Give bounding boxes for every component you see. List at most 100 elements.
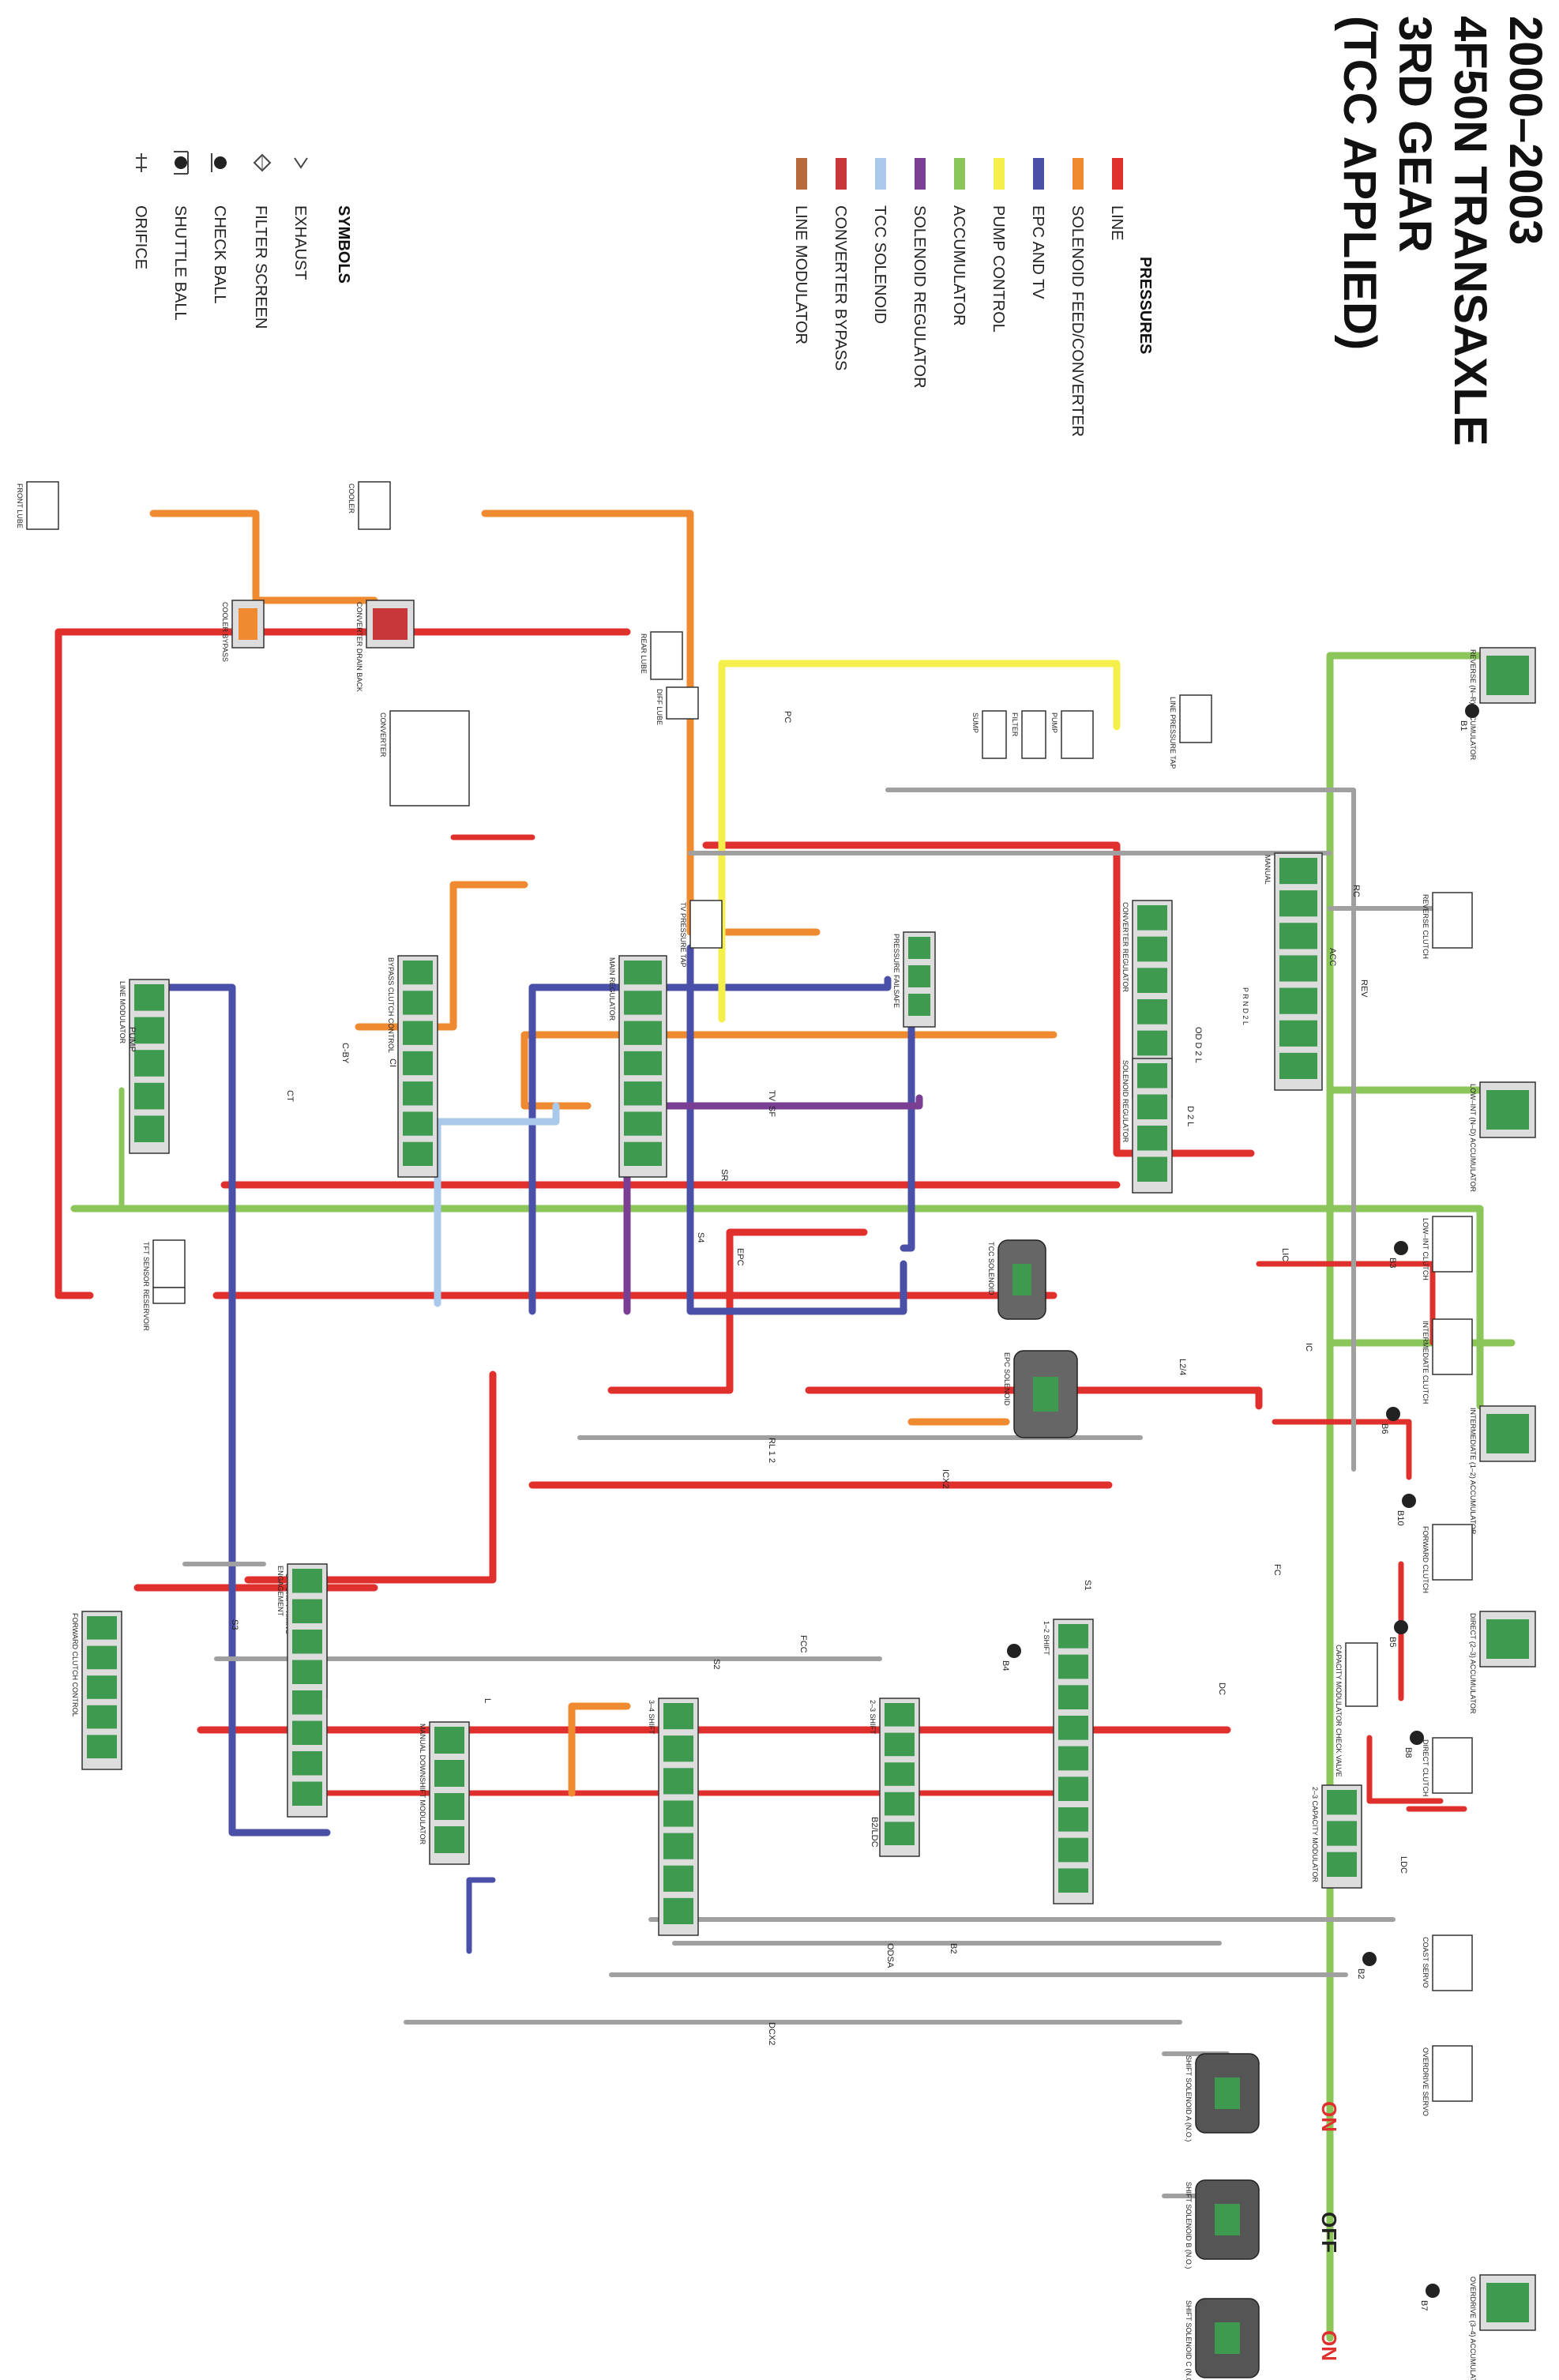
tcc-solenoid-plunger: [1012, 1264, 1031, 1295]
shift-2-3-land: [885, 1703, 915, 1727]
shift-1-2-land: [1058, 1777, 1088, 1801]
legend-item-6: TCC SOLENOID: [871, 158, 888, 324]
modulator-2-3-label: 2–3 CAPACITY MODULATOR: [1311, 1787, 1319, 1882]
shift-3-4-land: [663, 1735, 693, 1762]
pressure-failsafe-label: PRESSURE FAILSAFE: [892, 934, 900, 1008]
shift-1-2-land: [1058, 1654, 1088, 1679]
line-label-0: REV: [1359, 979, 1369, 998]
line-label-18: S2: [712, 1659, 721, 1669]
line-label-14: ICX2: [941, 1469, 950, 1488]
main-regulator-land: [624, 1141, 662, 1166]
shift-2-3-label: 2–3 SHIFT: [869, 1700, 877, 1735]
check-ball-b7: B7: [1419, 2284, 1440, 2310]
tft-sensor-box: [152, 1239, 186, 1288]
engagement-land: [292, 1660, 322, 1684]
shift-solenoid-c-plunger: [1215, 2322, 1240, 2354]
manual: MANUAL: [1264, 852, 1323, 1091]
pressure-failsafe-land: [908, 965, 930, 987]
reverse-clutch-label: REVERSE CLUTCH: [1422, 894, 1429, 959]
bypass-clutch-control-land: [403, 991, 433, 1015]
engagement-land: [292, 1690, 322, 1715]
check-ball-b3: B3: [1388, 1241, 1408, 1268]
direct-clutch-box: [1432, 1737, 1473, 1794]
legend-label-3: PUMP CONTROL: [990, 205, 1007, 333]
shift-3-4-land: [663, 1833, 693, 1859]
components: REVERSE (N–R) ACCUMULATOR REVERSE CLUTCH L…: [16, 481, 1536, 2380]
reverse-accumulator: REVERSE (N–R) ACCUMULATOR: [1469, 647, 1536, 761]
converter-regulator-label: CONVERTER REGULATOR: [1121, 902, 1129, 993]
check-ball-icon: [1386, 1407, 1400, 1421]
legend-label-0: LINE: [1108, 205, 1125, 240]
converter-regulator-land: [1137, 936, 1167, 962]
line-pressure-tap-box: [1179, 694, 1212, 743]
converter-regulator-land: [1137, 968, 1167, 994]
passage-solenoid-feed-3: [355, 881, 528, 1031]
reservoir: RESERVOIR: [142, 1287, 186, 1331]
line-label-29: CI: [388, 1058, 397, 1067]
passage-solenoid-feed-1: [149, 509, 378, 604]
shift-1-2-land: [1058, 1807, 1088, 1832]
low-int-clutch: LOW–INT CLUTCH: [1422, 1216, 1473, 1280]
check-ball-icon: [1007, 1644, 1021, 1658]
direct-clutch-label: DIRECT CLUTCH: [1422, 1739, 1429, 1796]
bypass-clutch-control-land: [403, 1081, 433, 1106]
line-label-24: ODSA: [885, 1943, 895, 1968]
overdrive-servo-label: OVERDRIVE SERVO: [1422, 2047, 1429, 2116]
legend-label-2: EPC AND TV: [1029, 205, 1046, 299]
tv-pressure-tap-box: [689, 900, 723, 949]
diff-lube: DIFF LUBE: [656, 686, 699, 725]
engagement-land: [292, 1630, 322, 1654]
modulator-2-3: 2–3 CAPACITY MODULATOR: [1311, 1784, 1362, 1889]
line-modulator-label: LINE MODULATOR: [118, 981, 126, 1044]
engagement: ENGAGEMENT: [276, 1563, 328, 1818]
main-regulator-land: [624, 991, 662, 1015]
coast-servo: COAST SERVO: [1422, 1934, 1473, 1991]
pressure-failsafe-land: [908, 994, 930, 1016]
passage-line-14: [1366, 1735, 1444, 1804]
solenoid-regulator-land: [1137, 1156, 1167, 1182]
passage-accumulator-branch-4: [70, 1205, 1484, 1410]
line-modulator-land: [134, 1050, 164, 1077]
tft-sensor: TFT SENSOR: [142, 1239, 186, 1288]
reverse-accumulator-piston: [1486, 656, 1529, 695]
legend-swatch-8: [796, 158, 807, 190]
capacity-modulator-check-valve-box: [1345, 1642, 1378, 1707]
line-label-19: S3: [230, 1619, 239, 1630]
manual-land: [1279, 858, 1317, 885]
line-label-6: SF: [767, 1106, 776, 1117]
pressure-failsafe-land: [908, 937, 930, 959]
cooler-label: COOLER: [347, 483, 355, 514]
main-regulator-land: [624, 1111, 662, 1136]
shift-2-3-land: [885, 1762, 915, 1786]
filter-box: [1021, 710, 1046, 759]
shift-2-3-land: [885, 1732, 915, 1757]
check-ball-label: B5: [1388, 1637, 1397, 1647]
overdrive-servo-box: [1432, 2045, 1473, 2102]
line-modulator-land: [134, 984, 164, 1011]
line-label-13: RL 1 2: [767, 1438, 776, 1463]
manual-downshift-modulator: MANUAL DOWNSHIFT MODULATOR: [419, 1721, 470, 1865]
main-regulator-land: [624, 1051, 662, 1076]
solenoid-a-state: ON: [1317, 2101, 1341, 2132]
line-pressure-tap: LINE PRESSURE TAP: [1169, 694, 1212, 769]
line-modulator-land: [134, 1082, 164, 1110]
intermediate-accumulator-label: INTERMEDIATE (1–2) ACCUMULATOR: [1469, 1408, 1477, 1535]
shift-3-4-land: [663, 1897, 693, 1925]
passage-line-6: [244, 1370, 497, 1584]
legend-swatch-5: [915, 158, 926, 190]
shift-1-2-land: [1058, 1624, 1088, 1649]
legend-item-8: LINE MODULATOR: [792, 158, 810, 344]
legend-label-8: LINE MODULATOR: [792, 205, 810, 344]
legend-label-6: TCC SOLENOID: [871, 205, 888, 324]
cooler-box: [358, 481, 391, 530]
line-label-7: TV: [767, 1090, 776, 1102]
solenoid-regulator-land: [1137, 1126, 1167, 1151]
forward-clutch-box: [1432, 1524, 1473, 1581]
shift-1-2-land: [1058, 1837, 1088, 1863]
engagement-land: [292, 1751, 322, 1776]
low-int-clutch-box: [1432, 1216, 1473, 1273]
title-years: 2000–2003: [1500, 16, 1551, 245]
passage-solenoid-feed-4: [520, 1031, 1057, 1110]
